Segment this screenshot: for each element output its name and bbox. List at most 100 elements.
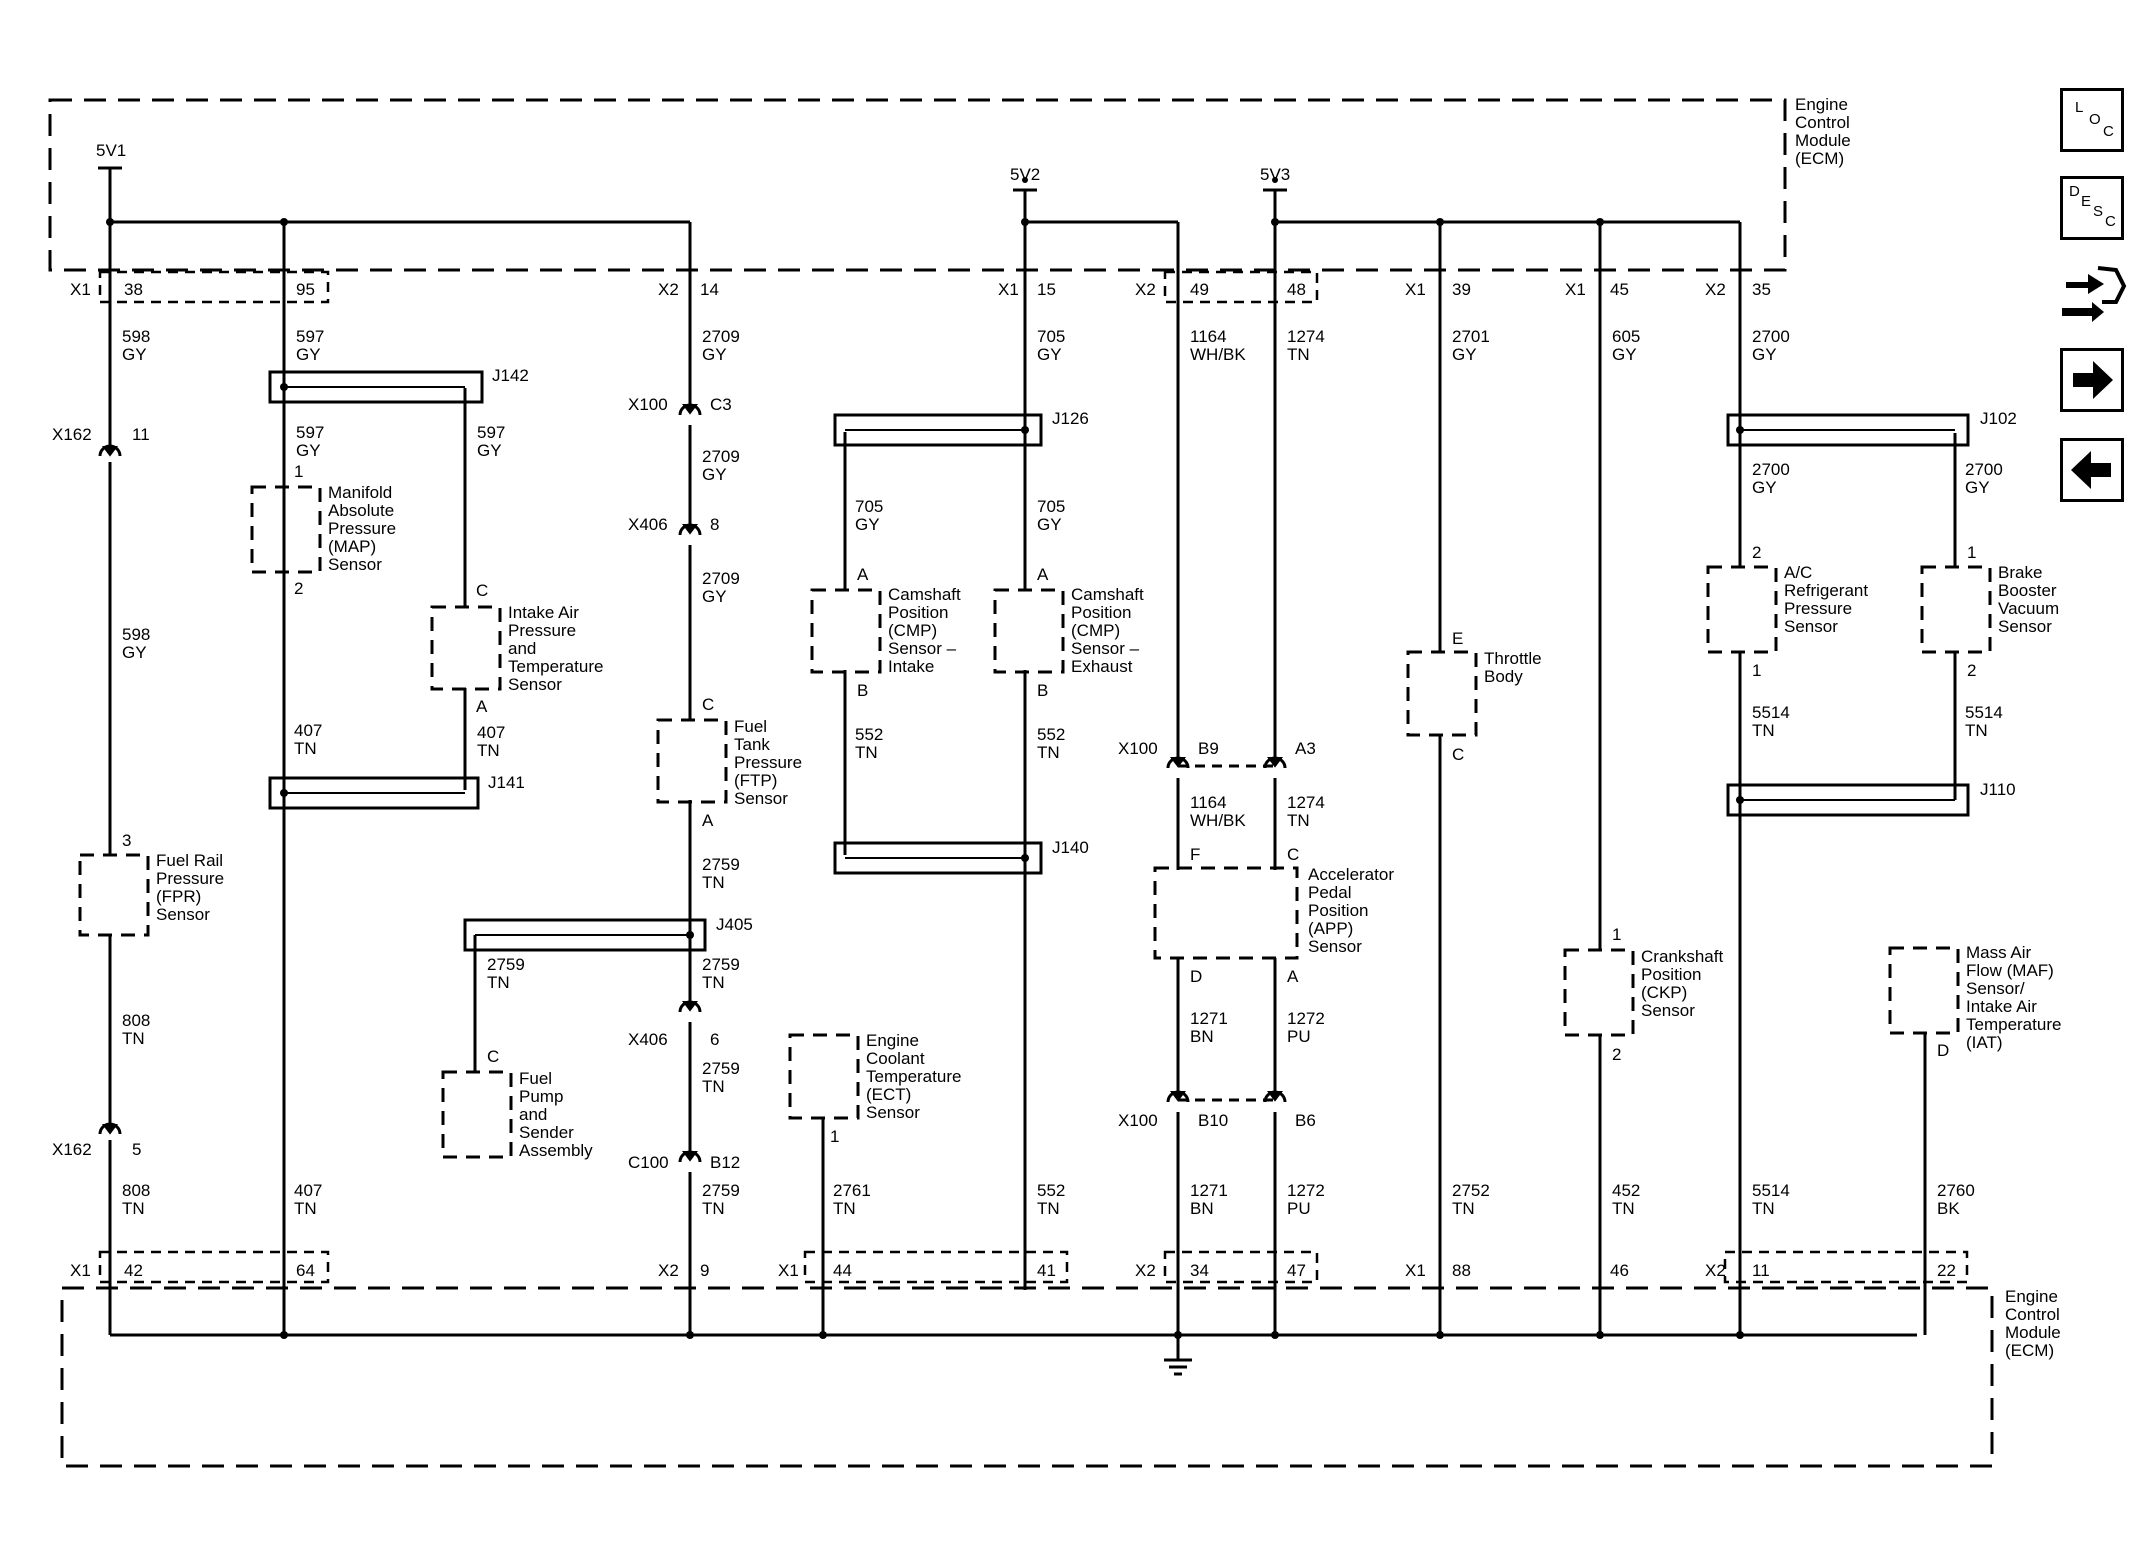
svg-text:1164: 1164 bbox=[1190, 793, 1227, 812]
ecm-bottom-line: Control bbox=[2005, 1305, 2060, 1324]
svg-text:C: C bbox=[1287, 845, 1299, 864]
svg-text:2709: 2709 bbox=[702, 569, 740, 588]
svg-text:Exhaust: Exhaust bbox=[1071, 657, 1133, 676]
loc-letter: C bbox=[2103, 123, 2114, 140]
svg-text:TN: TN bbox=[122, 1029, 145, 1048]
svg-text:PU: PU bbox=[1287, 1027, 1311, 1046]
svg-text:TN: TN bbox=[1752, 721, 1775, 740]
svg-text:Vacuum: Vacuum bbox=[1998, 599, 2059, 618]
svg-text:Fuel: Fuel bbox=[519, 1069, 552, 1088]
ac-pressure-sensor bbox=[1706, 565, 1778, 654]
ecm-top-line: (ECM) bbox=[1795, 149, 1844, 168]
svg-text:GY: GY bbox=[855, 515, 880, 534]
svg-text:2759: 2759 bbox=[702, 855, 740, 874]
svg-text:A: A bbox=[476, 697, 488, 716]
svg-text:F: F bbox=[1190, 845, 1200, 864]
svg-text:5: 5 bbox=[132, 1140, 141, 1159]
svg-text:GY: GY bbox=[296, 441, 321, 460]
svg-text:X2: X2 bbox=[1705, 1261, 1726, 1280]
connector-end-view-icon[interactable] bbox=[2058, 262, 2128, 328]
svg-text:Booster: Booster bbox=[1998, 581, 2057, 600]
svg-text:407: 407 bbox=[294, 1181, 322, 1200]
svg-text:49: 49 bbox=[1190, 280, 1209, 299]
svg-text:TN: TN bbox=[477, 741, 500, 760]
svg-text:X406: X406 bbox=[628, 515, 668, 534]
svg-text:X2: X2 bbox=[1135, 280, 1156, 299]
svg-text:Position: Position bbox=[888, 603, 948, 622]
svg-text:Pressure: Pressure bbox=[328, 519, 396, 538]
ecm-top-label: Engine Control Module (ECM) bbox=[1795, 95, 1851, 168]
svg-text:5514: 5514 bbox=[1752, 703, 1790, 722]
svg-text:(CMP): (CMP) bbox=[888, 621, 937, 640]
splice-labels: J142 J141 J126 J140 J405 J102 J110 bbox=[488, 366, 2017, 934]
desc-letter: S bbox=[2093, 203, 2104, 220]
maf-iat-sensor bbox=[1888, 946, 1960, 1035]
fuel-pump-assembly bbox=[441, 1070, 513, 1159]
svg-text:407: 407 bbox=[294, 721, 322, 740]
svg-text:GY: GY bbox=[1612, 345, 1637, 364]
iat-pressure-sensor bbox=[430, 605, 502, 691]
svg-text:TN: TN bbox=[702, 973, 725, 992]
svg-text:TN: TN bbox=[1452, 1199, 1475, 1218]
svg-text:GY: GY bbox=[1452, 345, 1477, 364]
svg-text:Sensor: Sensor bbox=[156, 905, 210, 924]
svg-text:A: A bbox=[857, 565, 869, 584]
svg-text:D: D bbox=[1937, 1041, 1949, 1060]
svg-text:Throttle: Throttle bbox=[1484, 649, 1542, 668]
svg-text:X162: X162 bbox=[52, 425, 92, 444]
svg-text:Camshaft: Camshaft bbox=[888, 585, 961, 604]
svg-text:42: 42 bbox=[124, 1261, 143, 1280]
ecm-bottom-line: Module bbox=[2005, 1323, 2061, 1342]
ect-sensor bbox=[788, 1033, 860, 1120]
svg-text:Pedal: Pedal bbox=[1308, 883, 1351, 902]
svg-text:2700: 2700 bbox=[1752, 327, 1790, 346]
svg-text:41: 41 bbox=[1037, 1261, 1056, 1280]
next-button[interactable] bbox=[2060, 348, 2124, 412]
svg-text:1272: 1272 bbox=[1287, 1181, 1325, 1200]
svg-text:88: 88 bbox=[1452, 1261, 1471, 1280]
svg-text:1272: 1272 bbox=[1287, 1009, 1325, 1028]
svg-text:(CMP): (CMP) bbox=[1071, 621, 1120, 640]
svg-text:Temperature: Temperature bbox=[1966, 1015, 2061, 1034]
svg-text:(ECT): (ECT) bbox=[866, 1085, 911, 1104]
svg-text:64: 64 bbox=[296, 1261, 315, 1280]
svg-text:34: 34 bbox=[1190, 1261, 1209, 1280]
previous-button[interactable] bbox=[2060, 438, 2124, 502]
desc-letter: C bbox=[2105, 213, 2116, 230]
svg-text:TN: TN bbox=[1287, 345, 1310, 364]
svg-text:GY: GY bbox=[702, 465, 727, 484]
svg-text:Sensor: Sensor bbox=[866, 1103, 920, 1122]
bottom-pin-labels: X1 42 64 X2 9 X1 44 41 X2 34 47 X1 88 46… bbox=[70, 1261, 1956, 1280]
svg-text:J142: J142 bbox=[492, 366, 529, 385]
svg-text:GY: GY bbox=[122, 643, 147, 662]
svg-text:TN: TN bbox=[487, 973, 510, 992]
svg-text:8: 8 bbox=[710, 515, 719, 534]
svg-text:GY: GY bbox=[1037, 515, 1062, 534]
svg-text:X406: X406 bbox=[628, 1030, 668, 1049]
svg-text:Intake Air: Intake Air bbox=[1966, 997, 2037, 1016]
ecm-top-box bbox=[48, 98, 1787, 272]
description-button[interactable]: D E S C bbox=[2060, 176, 2124, 240]
svg-text:2760: 2760 bbox=[1937, 1181, 1975, 1200]
svg-text:35: 35 bbox=[1752, 280, 1771, 299]
splice-j141 bbox=[268, 776, 480, 810]
app-sensor bbox=[1153, 866, 1299, 960]
ecm-bottom-line: Engine bbox=[2005, 1287, 2058, 1306]
svg-text:B6: B6 bbox=[1295, 1111, 1316, 1130]
svg-text:597: 597 bbox=[477, 423, 505, 442]
svg-text:BK: BK bbox=[1937, 1199, 1960, 1218]
supply-label: 5V3 bbox=[1260, 165, 1290, 184]
svg-text:Tank: Tank bbox=[734, 735, 770, 754]
svg-text:(FPR): (FPR) bbox=[156, 887, 201, 906]
svg-text:WH/BK: WH/BK bbox=[1190, 811, 1246, 830]
svg-text:597: 597 bbox=[296, 423, 324, 442]
svg-text:TN: TN bbox=[1037, 1199, 1060, 1218]
svg-text:2759: 2759 bbox=[702, 955, 740, 974]
svg-text:TN: TN bbox=[702, 873, 725, 892]
svg-text:J110: J110 bbox=[1980, 780, 2016, 799]
desc-letter: E bbox=[2081, 193, 2092, 210]
svg-text:11: 11 bbox=[132, 425, 150, 444]
location-button[interactable]: L O C bbox=[2060, 88, 2124, 152]
